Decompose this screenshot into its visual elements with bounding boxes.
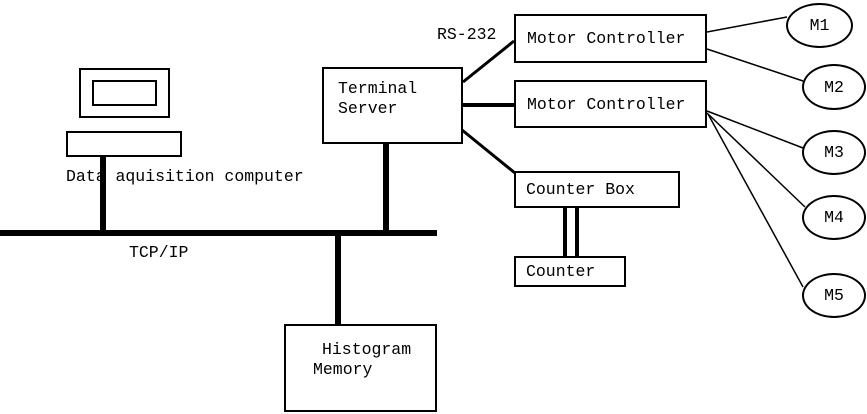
mc1-m2-connector	[706, 48, 804, 82]
terminal-server-label-line1: Terminal	[338, 79, 418, 98]
terminal-server-label-line2: Server	[338, 99, 398, 118]
daq-computer-label: Data aquisition computer	[66, 167, 304, 186]
computer-screen-icon	[92, 80, 157, 106]
motor-node-m4: M4	[802, 195, 866, 240]
mc2-m3-connector	[706, 110, 804, 149]
motor-m1-label: M1	[809, 16, 830, 35]
histogram-memory-label-line1: Histogram	[322, 340, 412, 359]
motor-m3-label: M3	[824, 143, 844, 162]
motor-controller-2-box: Motor Controller	[514, 80, 707, 128]
histogram-memory-label-line2: Memory	[313, 360, 373, 379]
mc1-m1-connector	[706, 16, 788, 33]
motor-m2-label: M2	[824, 77, 844, 97]
mc2-m4-connector	[706, 112, 806, 208]
ts-counterbox-connector	[461, 128, 516, 175]
tcpip-bus-label: TCP/IP	[129, 243, 189, 262]
ts-mc1-connector	[462, 39, 515, 84]
counter-label: Counter	[526, 262, 596, 281]
computer-keyboard-icon	[66, 131, 182, 157]
mc2-m5-connector	[707, 113, 804, 288]
motor-node-m5: M5	[802, 273, 866, 318]
motor-m4-label: M4	[824, 208, 844, 227]
motor-controller-1-box: Motor Controller	[514, 14, 707, 63]
motor-controller-1-label: Motor Controller	[527, 29, 686, 48]
motor-node-m3: M3	[802, 130, 866, 175]
counter-box-label: Counter Box	[526, 180, 635, 199]
rs232-label: RS-232	[437, 25, 497, 44]
motor-controller-2-label: Motor Controller	[527, 94, 686, 114]
histogram-memory-box: Histogram Memory	[284, 324, 437, 412]
motor-node-m1: M1	[786, 3, 853, 48]
counter-box-node: Counter Box	[514, 171, 680, 208]
terminal-server-box: Terminal Server	[322, 67, 463, 144]
motor-m5-label: M5	[824, 286, 844, 305]
counter-node: Counter	[514, 256, 626, 287]
motor-node-m2: M2	[802, 64, 866, 110]
